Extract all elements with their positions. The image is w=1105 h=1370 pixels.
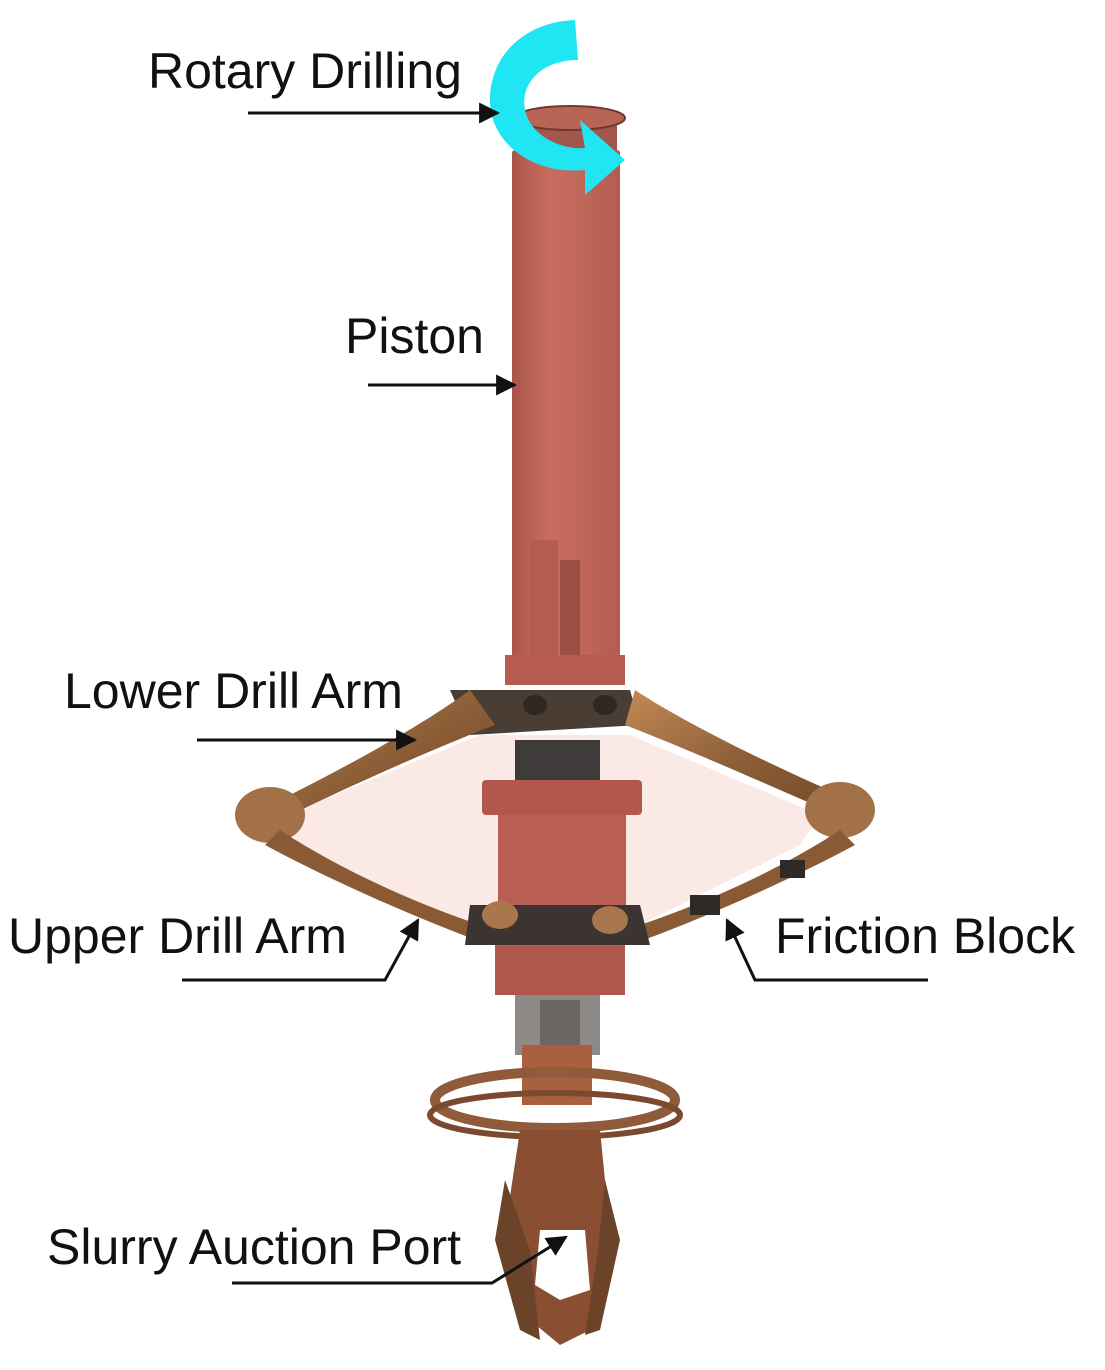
friction-block-pad [690, 895, 720, 915]
lower-drill-arm-label: Lower Drill Arm [64, 663, 403, 719]
slurry-port-label: Slurry Auction Port [47, 1219, 462, 1275]
upper-drill-arm-label: Upper Drill Arm [8, 908, 347, 964]
rotation-arrow-icon [490, 20, 625, 195]
friction-block-leader [725, 918, 928, 982]
leader-lines [182, 102, 928, 1285]
upper-drill-arm-leader [182, 918, 420, 982]
upper-drill-arms [265, 830, 855, 945]
drill-bit-assembly [427, 1067, 683, 1345]
piston-label: Piston [345, 308, 484, 364]
piston-column [505, 105, 626, 685]
lower-drill-arms [235, 690, 875, 843]
rotary-drilling-label: Rotary Drilling [148, 43, 462, 99]
friction-block-label: Friction Block [775, 908, 1076, 964]
slurry-port-leader [232, 1235, 568, 1285]
